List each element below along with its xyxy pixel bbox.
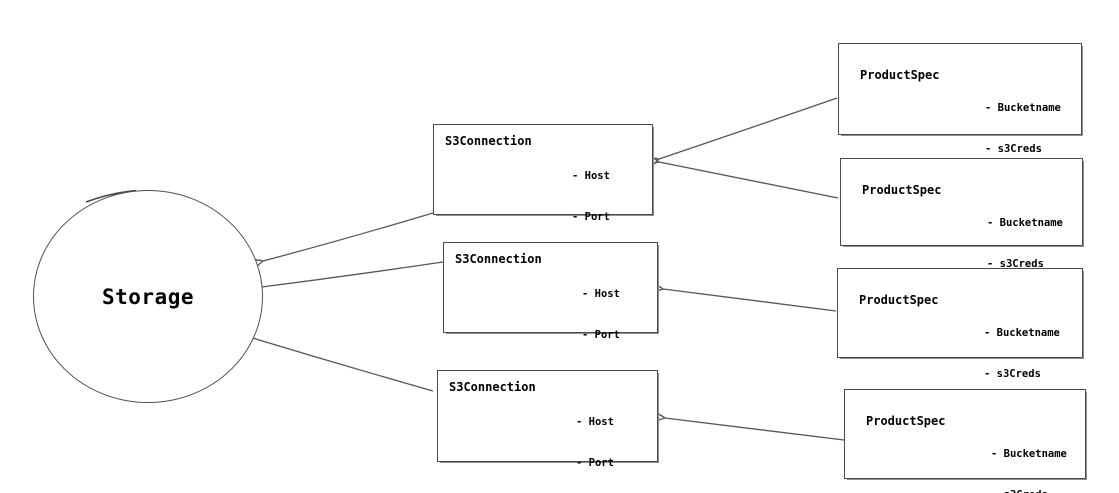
node-attribute: - Bucketname xyxy=(991,448,1067,460)
node-product-spec-3[interactable]: ProductSpec - Bucketname - s3Creds xyxy=(837,268,1083,380)
node-attributes: - Bucketname - s3Creds xyxy=(991,421,1067,493)
node-attributes: - Bucketname - s3Creds xyxy=(987,190,1063,298)
edge-s3connection-2-to-storage xyxy=(240,261,444,297)
node-attribute: - s3Creds xyxy=(987,257,1044,270)
edge-product-spec-4-to-s3connection-3 xyxy=(651,409,845,441)
node-storage-label: Storage xyxy=(101,284,194,309)
node-attribute: - Host xyxy=(582,288,620,300)
node-title: S3Connection xyxy=(445,134,532,148)
edge-s3connection-3-to-storage xyxy=(232,326,434,392)
node-attribute: - Host xyxy=(572,170,610,182)
node-storage[interactable]: Storage xyxy=(33,190,263,403)
node-attribute: - s3Creds xyxy=(984,367,1041,380)
edge-product-spec-2-to-s3connection-1 xyxy=(645,153,839,199)
node-attribute: - s3Creds xyxy=(985,142,1042,155)
node-title: ProductSpec xyxy=(862,183,942,197)
node-attribute: - Port xyxy=(576,456,614,469)
node-title: ProductSpec xyxy=(860,68,940,82)
node-attribute: - Host xyxy=(576,416,614,428)
node-attribute: - Port xyxy=(572,210,610,223)
node-attributes: - Bucketname - s3Creds xyxy=(984,300,1060,408)
edge-s3connection-1-to-storage xyxy=(249,212,434,271)
node-title: ProductSpec xyxy=(866,414,946,428)
node-product-spec-4[interactable]: ProductSpec - Bucketname - s3Creds xyxy=(844,389,1086,493)
node-title: S3Connection xyxy=(449,380,536,394)
node-attribute: - s3Creds xyxy=(991,489,1067,493)
node-s3connection-1[interactable]: S3Connection - Host - Port - TLS xyxy=(433,124,653,263)
node-title: S3Connection xyxy=(455,252,542,266)
node-attribute: - Bucketname xyxy=(985,102,1061,114)
node-attributes: - Bucketname - s3Creds xyxy=(985,75,1061,183)
node-product-spec-2[interactable]: ProductSpec - Bucketname - s3Creds xyxy=(840,158,1083,270)
node-attributes: - Host - Port - TLS xyxy=(576,389,614,493)
edge-product-spec-1-to-s3connection-1 xyxy=(645,97,838,170)
node-s3connection-3[interactable]: S3Connection - Host - Port - TLS xyxy=(437,370,658,469)
node-attribute: - Bucketname xyxy=(984,327,1060,339)
node-s3connection-2[interactable]: S3Connection - Host - Port - TLS xyxy=(443,242,658,381)
node-title: ProductSpec xyxy=(859,293,939,307)
node-attribute: - Bucketname xyxy=(987,217,1063,229)
node-attribute: - Port xyxy=(582,328,620,341)
node-product-spec-1[interactable]: ProductSpec - Bucketname - s3Creds xyxy=(838,43,1082,155)
edge-product-spec-3-to-s3connection-2 xyxy=(649,280,837,312)
